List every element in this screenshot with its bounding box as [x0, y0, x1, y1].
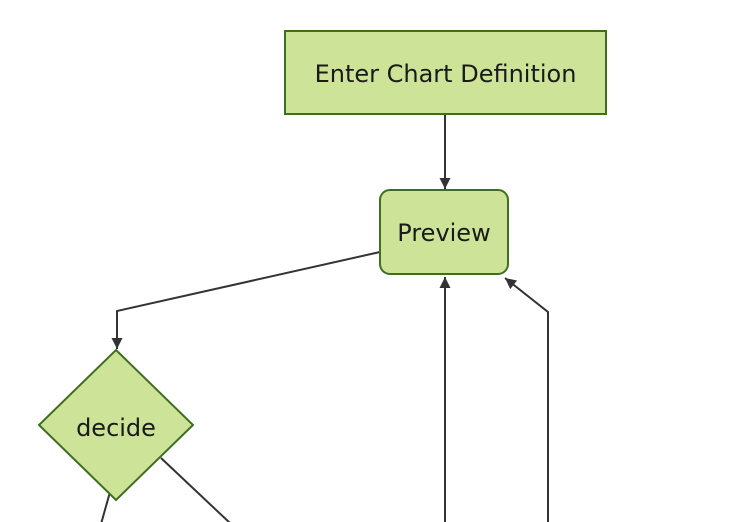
diamond-shape	[37, 348, 195, 502]
node-enter-chart-definition: Enter Chart Definition	[284, 30, 607, 115]
edge-offscreen-bottom-to-preview-corner	[504, 277, 549, 522]
rounded-rectangle-shape	[379, 189, 509, 275]
node-label-enter-chart-definition: Enter Chart Definition	[315, 60, 577, 88]
edges-layer	[100, 114, 549, 522]
node-preview: Preview	[379, 189, 509, 275]
edge-preview-to-decide	[111, 251, 381, 349]
node-label-decide: decide	[76, 414, 156, 442]
node-label-preview: Preview	[397, 219, 490, 247]
node-decide: decide	[37, 348, 195, 502]
edge-decide-to-offscreen-bottom-right	[160, 457, 231, 522]
edge-decide-to-offscreen-bottom-left	[100, 491, 111, 522]
rectangle-shape	[284, 30, 607, 115]
